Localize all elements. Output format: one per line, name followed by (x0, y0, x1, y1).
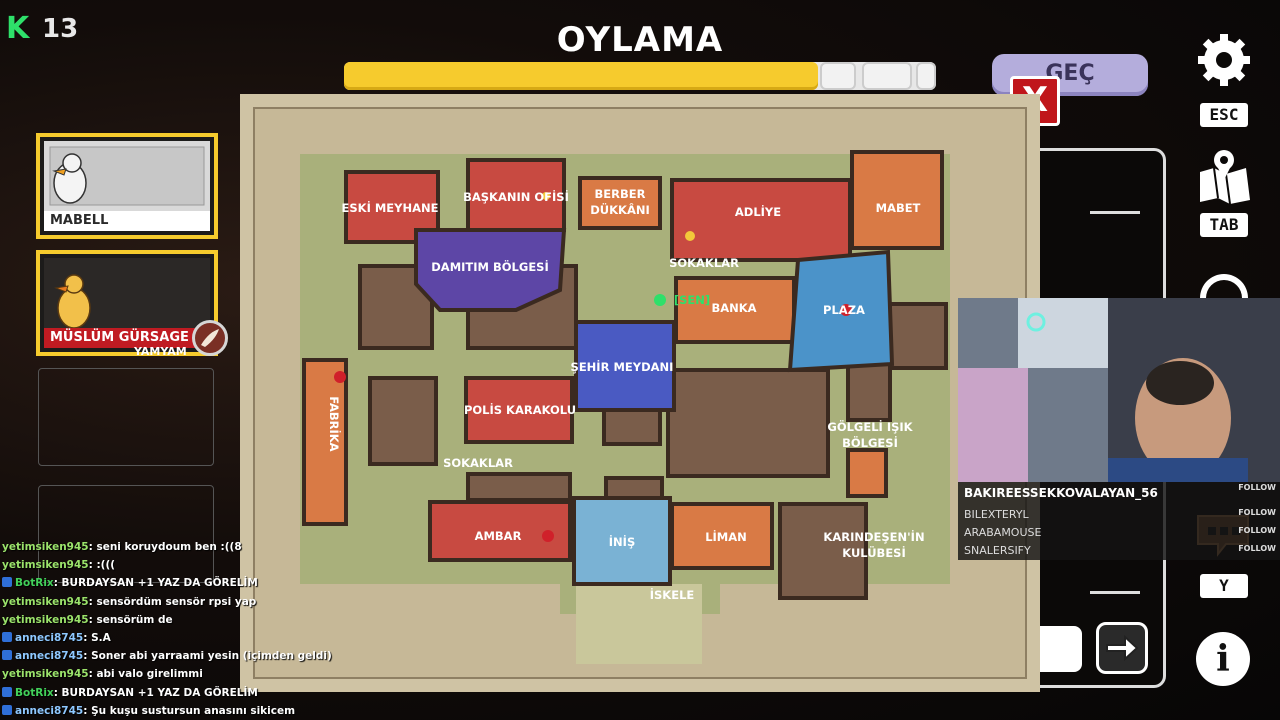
chat-message: anneci8745: Soner abi yarraami yesin (iç… (2, 647, 332, 665)
follow-tag: FOLLOW (1238, 544, 1276, 553)
chat-badge-icon (2, 686, 12, 697)
room-golgeli-line2[interactable]: BÖLGESİ (842, 435, 898, 450)
room-liman[interactable]: LİMAN (705, 529, 747, 544)
send-button[interactable] (1096, 622, 1148, 674)
chat-username[interactable]: BotRix (15, 686, 54, 699)
room-polis-karakolu[interactable]: POLİS KARAKOLU (464, 402, 576, 417)
player-role: YAMYAM (134, 345, 187, 358)
chat-message: yetimsiken945: sensörüm de (2, 611, 322, 629)
vote-progress-fill (344, 62, 818, 90)
chat-message: BotRix: BURDAYSAN +1 YAZ DA GÖRELİM (2, 684, 322, 702)
chat-username[interactable]: BotRix (15, 577, 54, 590)
chat-badge-icon (2, 704, 12, 715)
follow-tag: FOLLOW (1238, 508, 1276, 517)
chat-message: yetimsiken945: sensördüm sensör rpsi yap (2, 593, 322, 611)
chat-text: : S.A (83, 632, 111, 645)
room-baskanin-ofisi[interactable]: BAŞKANIN OFİSİ (463, 189, 569, 204)
chat-username[interactable]: yetimsiken945 (2, 595, 89, 608)
room-banka[interactable]: BANKA (711, 301, 756, 315)
chat-text: : BURDAYSAN +1 YAZ DA GÖRELİM (53, 686, 258, 699)
chat-badge-icon (2, 577, 12, 588)
follower-item: BILEXTERYL (964, 508, 1029, 521)
info-icon[interactable]: i (1196, 632, 1250, 686)
town-map: ESKİ MEYHANE BAŞKANIN OFİSİ BERBER DÜKKÂ… (240, 94, 1040, 692)
room-mabet[interactable]: MABET (876, 201, 921, 215)
street-sokaklar-left[interactable]: SOKAKLAR (443, 456, 513, 470)
chat-username[interactable]: anneci8745 (15, 704, 84, 717)
room-berber-line2[interactable]: DÜKKÂNI (590, 202, 650, 217)
player-name: MÜSLÜM GÜRSAGE (44, 328, 210, 348)
empty-player-slot (38, 368, 214, 466)
chat-username[interactable]: anneci8745 (15, 632, 84, 645)
chat-username[interactable]: yetimsiken945 (2, 668, 89, 681)
follower-list: BAKIREESSEKKOVALAYAN_56 FOLLOW BILEXTERY… (958, 482, 1280, 560)
follower-item: SNALERSIFY (964, 544, 1031, 557)
chat-message: anneci8745: Şu kuşu sustursun anasını si… (2, 702, 322, 720)
follower-item: ARABAMOUSE (964, 526, 1042, 539)
chat-text: : Şu kuşu sustursun anasını sikicem (83, 704, 296, 717)
map-icon[interactable] (1194, 146, 1254, 210)
chat-username[interactable]: anneci8745 (15, 650, 84, 663)
knife-role-icon (192, 320, 228, 356)
room-adliye[interactable]: ADLİYE (735, 204, 781, 219)
chat-message: yetimsiken945: abi valo girelimmi (2, 665, 322, 683)
chat-key: Y (1200, 574, 1248, 598)
room-sehir-meydani[interactable]: ŞEHİR MEYDANI (571, 359, 674, 374)
player-count: 13 (42, 14, 79, 44)
vote-progress-bar (344, 62, 936, 90)
chat-message: BotRix: BURDAYSAN +1 YAZ DA GÖRELİM (2, 574, 322, 592)
room-golgeli-line1[interactable]: GÖLGELİ IŞIK (827, 419, 913, 434)
room-plaza[interactable]: PLAZA (823, 303, 865, 317)
room-ambar[interactable]: AMBAR (475, 529, 522, 543)
room-karindesen-line1[interactable]: KARINDEŞEN'İN (823, 529, 924, 544)
player-card[interactable]: MÜSLÜM GÜRSAGE (36, 250, 218, 356)
chat-username[interactable]: yetimsiken945 (2, 559, 89, 572)
chat-text: : :((( (88, 559, 116, 572)
player-name: MABELL (44, 211, 210, 231)
follow-tag: FOLLOW (1238, 526, 1276, 535)
streamer-webcam (958, 298, 1280, 482)
chat-text: : sensördüm sensör rpsi yap (88, 595, 257, 608)
map-key: TAB (1200, 213, 1248, 237)
chat-text: : Soner abi yarraami yesin (içimden geld… (83, 650, 332, 663)
settings-gear-icon[interactable] (1194, 28, 1254, 96)
room-berber-line1[interactable]: BERBER (595, 187, 646, 201)
chat-badge-icon (2, 650, 12, 661)
chat-text: : abi valo girelimmi (88, 668, 203, 681)
chat-text: : seni koruydoum ben :((8 (88, 541, 242, 553)
chat-input[interactable] (1040, 626, 1082, 672)
player-card[interactable]: MABELL (36, 133, 218, 239)
latest-follower: BAKIREESSEKKOVALAYAN_56 (964, 486, 1158, 500)
chat-username[interactable]: yetimsiken945 (2, 613, 89, 626)
settings-key: ESC (1200, 103, 1248, 127)
chat-text: : sensörüm de (88, 613, 173, 626)
room-fabrika[interactable]: FABRİKA (327, 396, 342, 451)
street-sokaklar-top[interactable]: SOKAKLAR (669, 256, 739, 270)
you-marker: [SEN] (674, 293, 710, 307)
player-avatar (44, 258, 210, 329)
kick-logo-letter: K (6, 11, 30, 46)
room-karindesen-line2[interactable]: KULÜBESİ (842, 545, 906, 560)
follow-tag: FOLLOW (1238, 483, 1276, 492)
chat-message: yetimsiken945: seni koruydoum ben :((8 (2, 538, 322, 556)
chat-message: yetimsiken945: :((( (2, 556, 322, 574)
room-damitim-bolgesi[interactable]: DAMITIM BÖLGESİ (431, 259, 548, 274)
kick-logo: K (6, 14, 34, 44)
chat-message: anneci8745: S.A (2, 629, 322, 647)
player-avatar (44, 141, 210, 211)
vote-title: OYLAMA (556, 20, 724, 60)
empty-player-slot (38, 485, 214, 583)
chat-text: : BURDAYSAN +1 YAZ DA GÖRELİM (53, 577, 258, 590)
room-eski-meyhane[interactable]: ESKİ MEYHANE (342, 200, 439, 215)
chat-badge-icon (2, 632, 12, 643)
room-iskele[interactable]: İSKELE (650, 587, 695, 602)
room-inis[interactable]: İNİŞ (609, 534, 635, 549)
chat-username[interactable]: yetimsiken945 (2, 541, 89, 553)
